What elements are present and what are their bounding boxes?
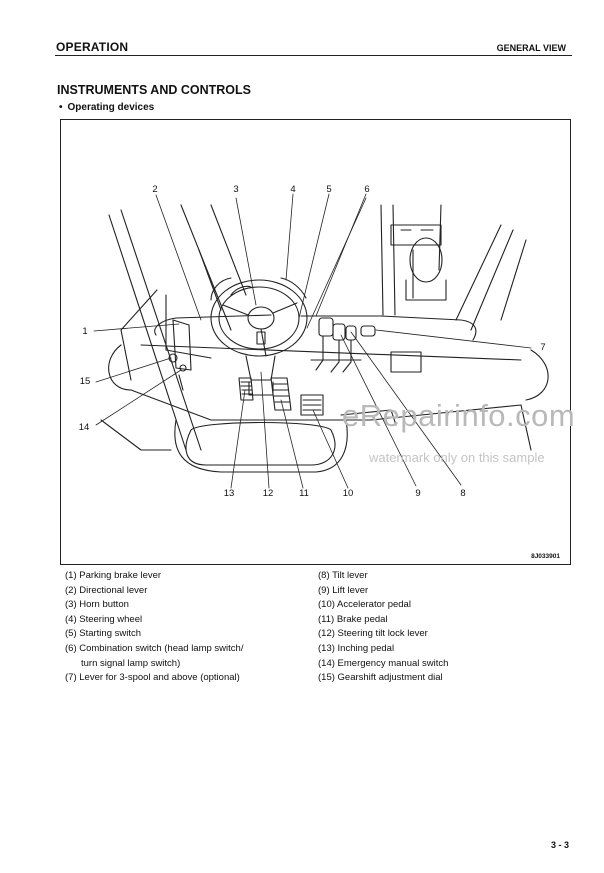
callout-15: 15 [79,376,91,387]
operating-devices-figure: 1 2 3 4 5 6 7 8 9 10 11 12 13 14 15 8J03… [60,119,571,565]
callout-12: 12 [262,488,274,499]
legend-item: (8) Tilt lever [318,570,368,581]
callout-2: 2 [152,184,158,195]
legend-left: (1) Parking brake lever (2) Directional … [65,569,295,686]
legend-item: (2) Directional lever [65,584,148,596]
header-section: OPERATION [56,40,129,54]
subsection-text: Operating devices [67,102,155,113]
cab-illustration [93,193,549,489]
subsection-title: • Operating devices [59,102,154,113]
legend-item: (4) Steering wheel [65,613,143,625]
bullet: • [59,102,63,113]
header-chapter: GENERAL VIEW [496,43,566,53]
legend-item: (1) Parking brake lever [65,570,162,581]
page-number: 3 - 3 [550,840,569,850]
figure-code: 8J033901 [531,553,560,560]
legend-item: (15) Gearshift adjustment dial [318,672,443,684]
watermark-site: eRepairinfo.com [342,398,576,433]
callout-4: 4 [290,184,296,195]
callout-8: 8 [460,488,466,499]
legend-item: (10) Accelerator pedal [318,599,411,611]
legend-item: (12) Steering tilt lock lever [318,628,428,640]
legend-item: (14) Emergency manual switch [318,657,449,669]
callout-3: 3 [233,184,239,195]
callout-10: 10 [342,488,354,499]
callout-6: 6 [364,184,370,195]
legend-item: (5) Starting switch [65,628,142,640]
legend-item-continuation: turn signal lamp switch) [81,657,181,669]
callout-14: 14 [78,422,90,433]
header-rule [55,55,572,56]
callout-5: 5 [326,184,332,195]
callout-7: 7 [540,342,546,353]
callout-13: 13 [223,488,235,499]
legend-right: (8) Tilt lever (9) Lift lever (10) Accel… [318,569,548,686]
watermark-note: watermark only on this sample [369,450,545,465]
callout-11: 11 [299,488,309,499]
legend-item: (6) Combination switch (head lamp switch… [65,642,244,654]
section-title: INSTRUMENTS AND CONTROLS [57,83,251,97]
callout-9: 9 [415,488,421,499]
callout-1: 1 [82,326,88,337]
legend-item: (13) Inching pedal [318,642,395,654]
legend-item: (3) Horn button [65,599,129,611]
legend-item: (9) Lift lever [318,584,369,596]
legend-item: (11) Brake pedal [318,613,388,625]
legend-item: (7) Lever for 3-spool and above (optiona… [65,672,240,684]
